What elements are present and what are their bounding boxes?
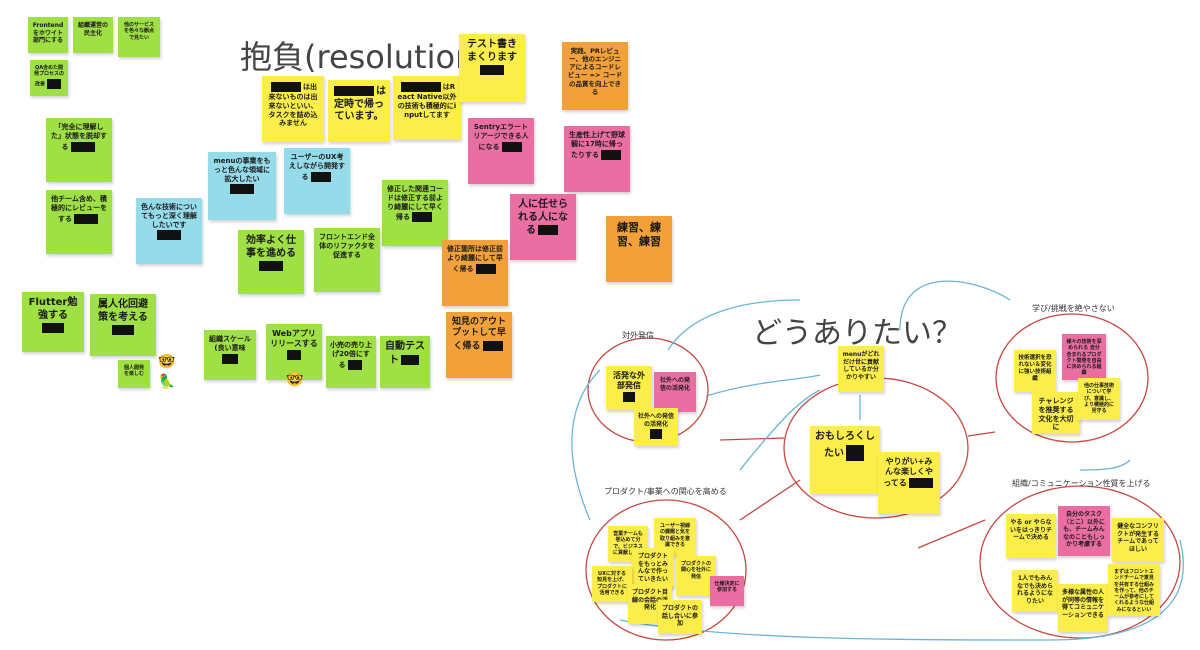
note-zokujinka[interactable]: 属人化回避策を考える xyxy=(90,294,156,356)
vision-title: どうありたい？ xyxy=(752,316,962,351)
note-seisansei[interactable]: 生産性上げて野球観に17時に帰ったりする xyxy=(564,126,630,192)
note-komise[interactable]: 小売の売り上げ20倍にする xyxy=(326,336,376,388)
label-soshiki: 組織/コミュニケーション性質を上げる xyxy=(1012,479,1151,488)
circle-soshiki xyxy=(979,485,1181,639)
note-iroiro-gijutsu[interactable]: 色んな技術についてもっと深く理解したいです xyxy=(136,198,202,264)
nerd-face-icon-2: 🤓 xyxy=(286,372,304,388)
note-soshiki-scale[interactable]: 組織スケール(良い意味 xyxy=(204,330,256,380)
note-frontend[interactable]: Frontendをホワイト部門にする xyxy=(28,17,68,53)
note-soshiki-unei[interactable]: 組織運営の民主化 xyxy=(73,17,113,53)
circle-product xyxy=(585,499,747,641)
note-tateamu-review[interactable]: 他チーム含め、積極的にレビューをする xyxy=(46,190,112,254)
note-small-green[interactable]: 個人開発を楽しむ xyxy=(118,360,150,388)
note-frontend-refactor[interactable]: フロントエンド全体のリファクタを促進する xyxy=(314,228,380,292)
note-kakushu[interactable]: 様々の技術を深められる 自分含まれるプロダクト開発を自由に決められる組織 xyxy=(1062,334,1106,380)
note-product-hanashiai[interactable]: プロダクトの話し合いに参加 xyxy=(658,600,702,634)
note-omoshiroku[interactable]: おもしろくしたい xyxy=(810,426,880,494)
note-frontend-team[interactable]: まずはフロントエンドチームで意見を共有する仕組みを作って、他のチームが参考にして… xyxy=(1108,564,1160,616)
note-jibun-task[interactable]: 自分のタスク（とこ）以外にも、チームみんなのこともしっかり考慮する xyxy=(1058,506,1110,556)
label-manabi: 学び/挑戦を絶やさない xyxy=(1032,304,1115,313)
note-ux-design[interactable]: UXに対する知見を上げ、プロダクトに活用できる xyxy=(592,566,632,602)
note-gijutsu-sentaku[interactable]: 技術選択を恐れない＆変化に強い技術組織 xyxy=(1014,350,1056,392)
note-service[interactable]: 他のサービスを色々な観点で見たい xyxy=(118,17,160,57)
note-jidou-test[interactable]: 自動テスト xyxy=(380,336,430,388)
note-menu-dore[interactable]: menuがどれだけ世に貢献しているか分かりやすい xyxy=(838,346,884,392)
note-test[interactable]: テスト書きまくります xyxy=(459,34,525,102)
note-yaru-yaranai[interactable]: やる or やらないをはっきりチームで決める xyxy=(1006,514,1056,558)
note-eigyou[interactable]: 営業チームも巻込めて分で、ビジネスに貢献したい xyxy=(608,526,648,562)
note-katsudou[interactable]: 活発な外部発信 xyxy=(606,366,652,410)
label-taigai: 対外発信 xyxy=(622,331,654,340)
note-qa[interactable]: QA含めた開発プロセスの改善 xyxy=(30,60,68,96)
note-yarigai[interactable]: やりがい+みんな楽しくやってる xyxy=(878,452,940,514)
note-chishiki[interactable]: 知見のアウトプットして早く帰る xyxy=(446,312,512,378)
note-sentry[interactable]: Sentryエラートリアージできる人になる xyxy=(468,118,534,184)
nerd-face-icon: 🤓 xyxy=(158,354,176,370)
note-shagai2[interactable]: 社外への発信の活発化 xyxy=(634,408,678,446)
note-renshu[interactable]: 練習、練習、練習 xyxy=(606,216,672,282)
label-product: プロダクト/事業への関心を高める xyxy=(604,487,727,496)
note-flutter[interactable]: Flutter勉強する xyxy=(22,292,84,352)
circle-manabi xyxy=(995,313,1149,443)
note-shusei-kasho[interactable]: 修正箇所は修正前より綺麗にして早く帰る xyxy=(442,240,508,306)
note-challenge[interactable]: チャレンジを推奨する文化を大切に xyxy=(1032,392,1080,434)
note-hito-ni-makaseru[interactable]: 人に任せられる人になる xyxy=(510,194,576,260)
note-user-ux[interactable]: ユーザーのUX考えしながら開発する xyxy=(284,148,350,214)
note-jissen-pr[interactable]: 実践、PRレビュー、他のエンジニアによるコードレビュー => コードの品質を向上… xyxy=(562,42,628,110)
note-react-native[interactable]: はReact Native以外の技術も積極的にinputしてます xyxy=(393,76,461,140)
parrot-icon: 🦜 xyxy=(158,374,176,390)
note-shagai1[interactable]: 社外への発信の活発化 xyxy=(654,372,696,412)
note-web-app[interactable]: Webアプリリリースする xyxy=(266,324,322,380)
note-shiyou-kettei[interactable]: 仕様決定に参加する xyxy=(710,576,744,606)
note-product-motto[interactable]: プロダクトをもっとみんなで作っていきたい xyxy=(632,548,674,588)
note-tayou[interactable]: 多様な属性の人が同等の情報を得てコミュニケーションできる xyxy=(1058,584,1108,632)
note-product-kanshin[interactable]: プロダクトの関心を社外に発信 xyxy=(676,556,716,596)
note-teiji[interactable]: は定時で帰っています。 xyxy=(328,80,390,142)
note-kenzen[interactable]: 健全なコンフリクトが発生するチームであってほしい xyxy=(1112,518,1164,562)
note-menu-jigyou[interactable]: menuの事業をもっと色んな領域に拡大したい xyxy=(208,152,276,220)
note-task-kiri[interactable]: は出来ないものは出来ないといい、タスクを詰め込みません xyxy=(262,76,324,142)
note-tano-shigoto[interactable]: 他の仕事技術について学び、意識し、より積極的に見守る xyxy=(1078,378,1120,420)
note-shusei-kanren[interactable]: 修正した関連コードは修正する前より綺麗にして早く帰る xyxy=(382,180,448,246)
resolution-title: 抱負(resolution xyxy=(240,38,476,76)
note-kanzen-rikai[interactable]: 「完全に理解した」状態を脱却する xyxy=(46,118,112,182)
note-one-team[interactable]: 1人でもみんなでも決められるようになりたい xyxy=(1012,570,1058,612)
note-kouritsu[interactable]: 効率よく仕事を進める xyxy=(238,230,304,294)
